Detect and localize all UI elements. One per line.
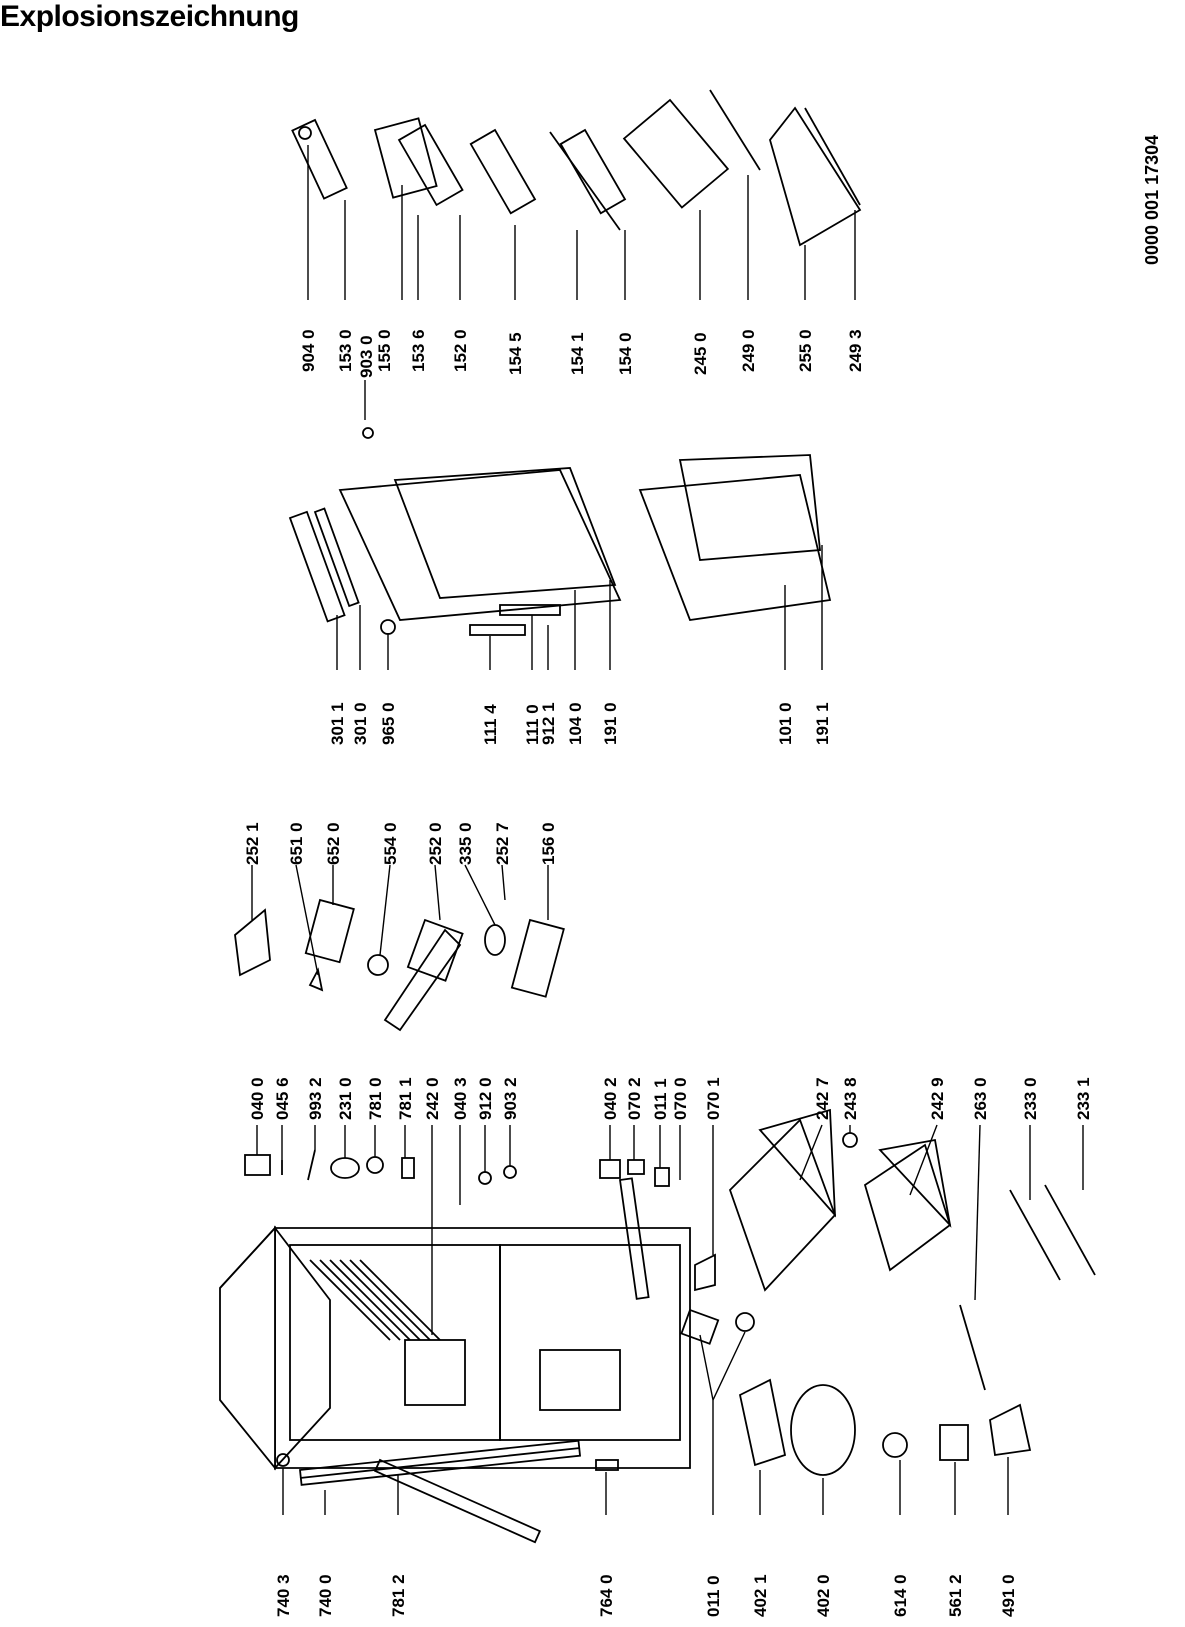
part-label: 243 8 xyxy=(841,1077,860,1120)
part-label: 155 0 xyxy=(375,329,394,372)
part-label: 781 0 xyxy=(366,1077,385,1120)
part-label: 402 0 xyxy=(814,1574,833,1617)
part-label: 242 9 xyxy=(928,1077,947,1120)
part-label: 781 2 xyxy=(389,1574,408,1617)
part-label: 301 0 xyxy=(351,702,370,745)
freezer-door-sketch xyxy=(288,427,832,636)
part-labels-controls: 252 1 651 0 652 0 554 0 252 0 335 0 252 … xyxy=(243,822,558,865)
part-label: 252 1 xyxy=(243,822,262,865)
part-label: 153 0 xyxy=(336,329,355,372)
part-label: 252 7 xyxy=(493,822,512,865)
part-label: 652 0 xyxy=(324,822,343,865)
part-sketches xyxy=(219,89,1096,1544)
part-label: 233 1 xyxy=(1074,1077,1093,1120)
part-label: 231 0 xyxy=(336,1077,355,1120)
part-label: 153 6 xyxy=(409,329,428,372)
part-label: 249 3 xyxy=(846,329,865,372)
part-label: 011 0 xyxy=(704,1575,723,1617)
part-label: 740 0 xyxy=(316,1574,335,1617)
part-label: 263 0 xyxy=(971,1077,990,1120)
controls-sketch xyxy=(234,898,565,1032)
part-label: 993 2 xyxy=(306,1077,325,1120)
part-label: 252 0 xyxy=(426,822,445,865)
part-label: 740 3 xyxy=(274,1574,293,1617)
document-number: 0000 001 17304 xyxy=(1142,135,1162,265)
part-label: 070 0 xyxy=(671,1077,690,1120)
part-label: 191 0 xyxy=(601,702,620,745)
hardware-sketch xyxy=(244,1149,716,1300)
part-label: 965 0 xyxy=(379,702,398,745)
part-label: 104 0 xyxy=(566,702,585,745)
part-label: 101 0 xyxy=(776,702,795,745)
part-label: 903 2 xyxy=(501,1077,520,1120)
part-label: 233 0 xyxy=(1021,1077,1040,1120)
rail-sketch xyxy=(373,1458,542,1544)
part-labels-cabinet: 040 0 045 6 993 2 231 0 781 0 781 1 242 … xyxy=(248,1077,1093,1120)
gasket-sketch xyxy=(299,1439,582,1486)
part-label: 011 1 xyxy=(651,1078,670,1120)
part-label: 764 0 xyxy=(597,1574,616,1617)
part-label: 245 0 xyxy=(691,332,710,375)
part-label: 040 3 xyxy=(451,1077,470,1120)
door-shelves-sketch xyxy=(291,89,862,247)
part-labels-freezer-door: 301 1 301 0 965 0 111 4 111 0 912 1 104 … xyxy=(328,702,832,745)
part-label: 070 1 xyxy=(704,1077,723,1120)
part-label: 111 4 xyxy=(481,704,500,745)
part-label: 111 0 xyxy=(523,704,542,745)
drawers-sketch xyxy=(728,1108,1096,1391)
part-label: 554 0 xyxy=(381,822,400,865)
part-label: 912 0 xyxy=(476,1077,495,1120)
part-label: 651 0 xyxy=(287,822,306,865)
part-label: 335 0 xyxy=(456,822,475,865)
leader-lines xyxy=(251,145,1084,1515)
part-label: 154 5 xyxy=(506,332,525,375)
cabinet-sketch xyxy=(219,1225,691,1471)
part-label: 154 1 xyxy=(568,332,587,375)
compressor-sketch xyxy=(276,1308,1032,1476)
part-label: 040 2 xyxy=(601,1077,620,1120)
part-label: 903 0 xyxy=(357,335,376,378)
part-label: 904 0 xyxy=(299,329,318,372)
part-label: 301 1 xyxy=(328,702,347,745)
part-label: 781 1 xyxy=(396,1077,415,1120)
part-label: 045 6 xyxy=(273,1077,292,1120)
part-label: 154 0 xyxy=(616,332,635,375)
part-labels-bottom: 740 3 740 0 781 2 764 0 011 0 402 1 402 … xyxy=(274,1574,1018,1617)
part-label: 191 1 xyxy=(813,702,832,745)
part-label: 402 1 xyxy=(751,1574,770,1617)
part-label: 491 0 xyxy=(999,1574,1018,1617)
part-labels-door: 904 0 153 0 903 0 155 0 153 6 152 0 154 … xyxy=(299,329,865,378)
part-label: 249 0 xyxy=(739,329,758,372)
part-label: 156 0 xyxy=(539,822,558,865)
part-label: 614 0 xyxy=(891,1574,910,1617)
page-title: Explosionszeichnung xyxy=(0,0,299,33)
part-label: 242 7 xyxy=(813,1077,832,1120)
part-label: 255 0 xyxy=(796,329,815,372)
part-label: 040 0 xyxy=(248,1077,267,1120)
part-label: 152 0 xyxy=(451,329,470,372)
part-label: 561 2 xyxy=(946,1574,965,1617)
part-label: 242 0 xyxy=(423,1077,442,1120)
part-label: 912 1 xyxy=(539,702,558,745)
part-label: 070 2 xyxy=(625,1077,644,1120)
